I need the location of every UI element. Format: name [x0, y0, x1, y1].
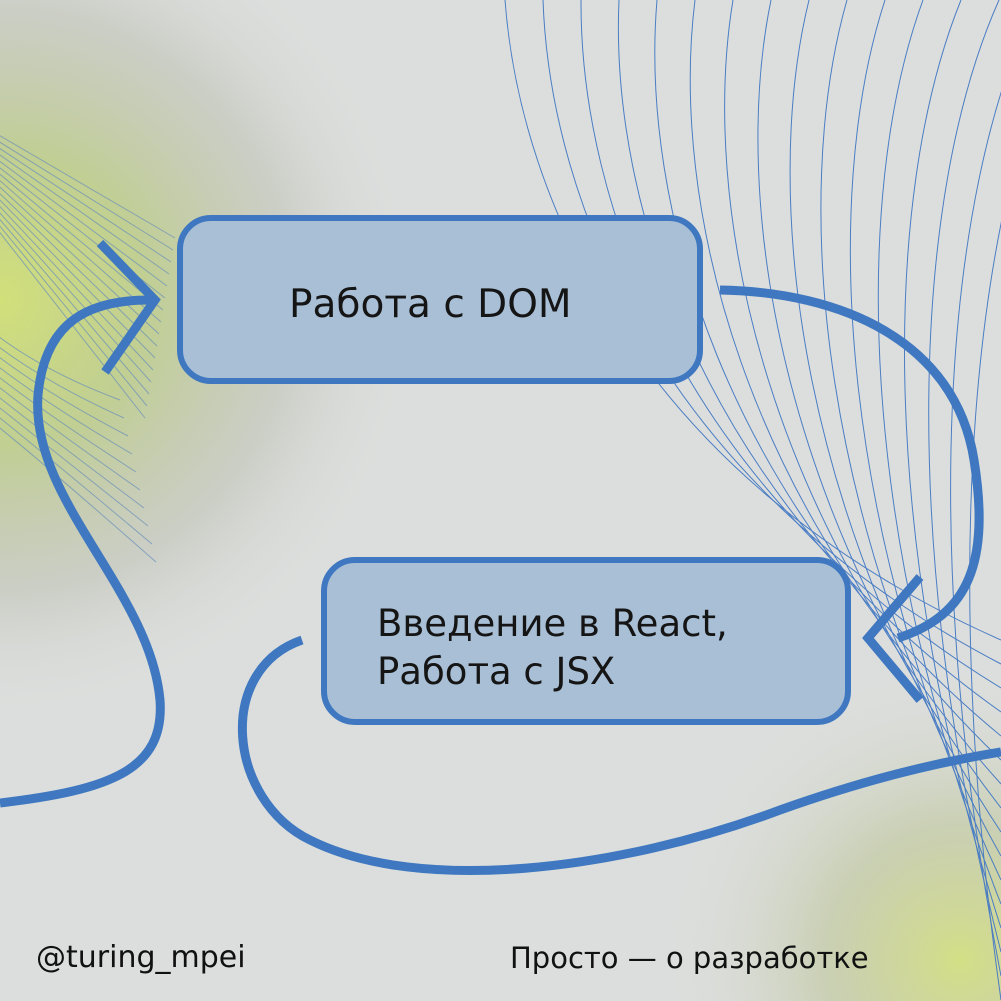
ray-line	[0, 407, 149, 527]
ray-line	[0, 357, 129, 437]
contour-line	[877, 0, 1001, 905]
flow-connectors	[0, 239, 1001, 876]
ray-line	[0, 148, 172, 263]
connector-react-to-dom	[238, 635, 1001, 876]
arrowhead-dom	[96, 239, 161, 375]
left-ray-lines	[0, 135, 176, 563]
ray-line	[0, 417, 153, 545]
contour-line	[849, 0, 1001, 881]
node-react-label-line2: Работа с JSX	[377, 650, 616, 693]
tagline: Просто — о разработке	[510, 941, 869, 975]
node-dom: Работа с DOM	[177, 215, 703, 384]
ray-line	[0, 193, 158, 347]
contour-line	[950, 91, 1001, 977]
node-react: Введение в React, Работа с JSX	[321, 557, 851, 725]
contour-line	[789, 0, 1001, 833]
ray-line	[0, 186, 160, 335]
contour-line	[724, 0, 1001, 785]
ray-line	[0, 154, 170, 275]
ray-line	[0, 173, 164, 311]
ray-line	[0, 397, 145, 509]
contour-line	[928, 0, 1001, 953]
connector-dom-to-react	[719, 285, 984, 643]
node-dom-label: Работа с DOM	[289, 282, 572, 327]
contour-line	[820, 0, 1001, 857]
node-react-label-line1: Введение в React,	[377, 602, 728, 645]
ray-line	[0, 225, 148, 407]
connector-left-loop	[0, 295, 165, 808]
ray-line	[0, 160, 168, 287]
ray-line	[0, 377, 137, 473]
ray-line	[0, 135, 176, 239]
node-react-label: Введение в React, Работа с JSX	[377, 600, 728, 696]
contour-line	[969, 221, 1001, 1001]
contour-line	[904, 0, 1001, 929]
ray-line	[0, 218, 150, 395]
ray-line	[0, 387, 141, 491]
ray-line	[0, 347, 125, 419]
arrowhead-react	[862, 574, 924, 703]
account-handle: @turing_mpei	[36, 940, 246, 975]
ray-line	[0, 141, 174, 251]
ray-line	[0, 199, 156, 359]
ray-line	[0, 367, 133, 455]
